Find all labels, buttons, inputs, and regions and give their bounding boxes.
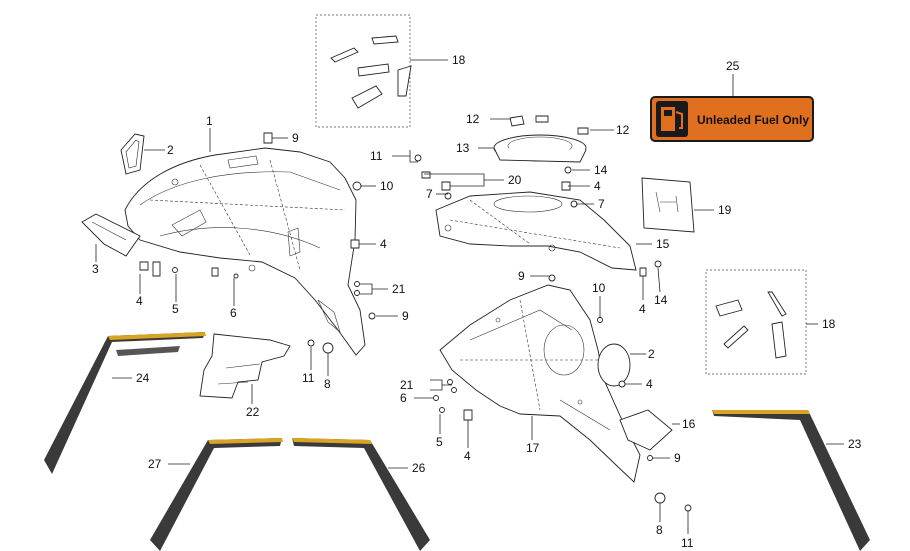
callout-12: 12 xyxy=(616,123,630,137)
decal-stripe-23 xyxy=(712,410,870,551)
callout-5: 5 xyxy=(172,302,179,316)
callout-18: 18 xyxy=(452,53,466,67)
fuel-sticker-text: Unleaded Fuel Only xyxy=(697,113,809,127)
decal-stripe-26 xyxy=(292,438,430,551)
callout-20: 20 xyxy=(508,173,522,187)
callout-9: 9 xyxy=(402,309,409,323)
decal-stripe-24 xyxy=(44,332,206,474)
callout-11: 11 xyxy=(302,371,315,385)
callout-10: 10 xyxy=(592,281,606,295)
sticker-kit-box-top xyxy=(315,14,448,128)
callout-23: 23 xyxy=(848,437,862,451)
callout-2: 2 xyxy=(648,347,655,361)
callout-18: 18 xyxy=(822,317,836,331)
emblem-badge-right xyxy=(597,343,646,387)
callout-25: 25 xyxy=(726,59,740,73)
fasteners-right xyxy=(433,260,692,512)
callout-14: 14 xyxy=(594,163,608,177)
callout-19: 19 xyxy=(718,203,732,217)
callout-6: 6 xyxy=(400,391,407,405)
callout-4: 4 xyxy=(639,302,646,316)
callout-labels: 1 2 2 3 4 4 4 4 4 4 5 5 6 6 7 7 8 8 9 9 … xyxy=(92,53,862,550)
callout-15: 15 xyxy=(656,237,670,251)
callout-4: 4 xyxy=(646,377,653,391)
label-plate xyxy=(641,177,714,233)
callout-11: 11 xyxy=(370,149,383,163)
callout-1: 1 xyxy=(206,114,213,128)
fuel-pump-icon xyxy=(661,107,683,131)
callout-26: 26 xyxy=(412,461,426,475)
callout-4: 4 xyxy=(136,294,143,308)
front-tank-cover xyxy=(414,154,652,271)
unleaded-fuel-sticker: Unleaded Fuel Only xyxy=(650,74,814,142)
fuel-tank-cover-left xyxy=(124,147,366,356)
heat-deflector-sheet xyxy=(199,333,291,404)
emblem-badge-left xyxy=(120,133,165,175)
callout-4: 4 xyxy=(594,179,601,193)
fuel-sticker-body xyxy=(650,96,814,142)
callout-9: 9 xyxy=(518,269,525,283)
side-cover-right xyxy=(439,284,641,483)
callout-17: 17 xyxy=(526,441,540,455)
callout-16: 16 xyxy=(682,417,696,431)
callout-4: 4 xyxy=(464,449,471,463)
leader-lines xyxy=(139,128,689,534)
side-trim-right xyxy=(619,409,680,451)
callout-21: 21 xyxy=(400,378,414,392)
callout-22: 22 xyxy=(246,405,260,419)
callout-11: 11 xyxy=(681,536,694,550)
callout-24: 24 xyxy=(136,371,150,385)
callout-9: 9 xyxy=(674,451,681,465)
callout-10: 10 xyxy=(380,179,394,193)
callout-12: 12 xyxy=(466,112,480,126)
callout-7: 7 xyxy=(598,197,605,211)
callout-14: 14 xyxy=(654,293,668,307)
callout-21: 21 xyxy=(392,282,406,296)
callout-8: 8 xyxy=(656,523,663,537)
callout-2: 2 xyxy=(167,143,174,157)
callout-27: 27 xyxy=(148,457,162,471)
callout-8: 8 xyxy=(324,377,331,391)
callout-13: 13 xyxy=(456,141,470,155)
sticker-kit-box-right xyxy=(705,269,818,375)
callout-4: 4 xyxy=(380,237,387,251)
callout-5: 5 xyxy=(436,435,443,449)
callout-9: 9 xyxy=(292,131,299,145)
callout-7: 7 xyxy=(426,187,433,201)
callout-3: 3 xyxy=(92,262,99,276)
fuel-filler-ring xyxy=(478,115,614,163)
decal-stripe-27 xyxy=(150,438,283,551)
callout-6: 6 xyxy=(230,306,237,320)
side-trim-left xyxy=(81,213,141,262)
